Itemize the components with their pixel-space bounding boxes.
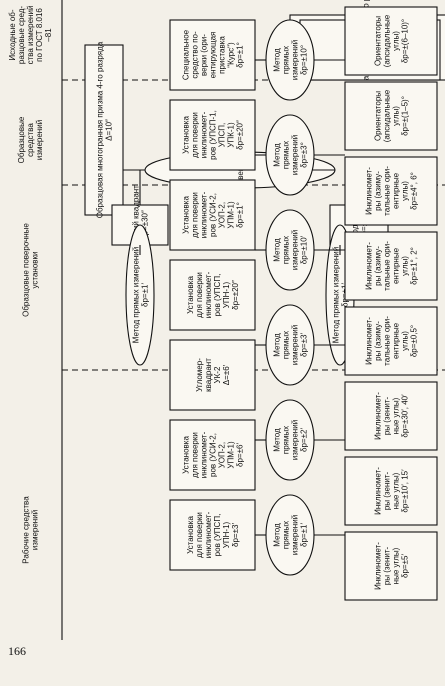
method-circle-4-label: Методпрямыхизмеренийδр=±10′ <box>273 230 309 270</box>
working-tool-5-label: Инклиномет-ры (азиму-тальные ори-ентирны… <box>365 241 419 291</box>
method-circle-5-label: Методпрямыхизмеренийδр=±3° <box>273 135 309 175</box>
installation-3 <box>169 339 256 411</box>
working-tool-2 <box>344 456 438 526</box>
section-standards: Образцовыесредстваизмерений <box>17 116 44 163</box>
working-tool-1 <box>344 531 438 601</box>
prism-box <box>84 44 124 216</box>
prism-box-label: Образцовая многогранная призма 4-го разр… <box>96 41 114 218</box>
method-circle-2-label: Методпрямыхизмеренийδр=±2′ <box>273 420 309 460</box>
working-tool-7-label: Ориентаторы(апсидальныеуглы)δр=±(1–5)° <box>374 89 410 142</box>
installation-6-label: Установкадля поверкиинклиномет-ров (УПСП… <box>182 110 245 160</box>
working-tool-8 <box>344 6 438 76</box>
installation-4 <box>169 259 256 331</box>
method-lower-oval-label: Метод прямых измеренийδр=±1′ <box>132 247 150 344</box>
working-tool-6-label: Инклиномет-ры (азиму-тальные ори-ентирны… <box>365 166 419 216</box>
method-circle-1-label: Методпрямыхизмеренийδр=±1′ <box>273 515 309 555</box>
section-working: Рабочие средстваизмерений <box>22 496 40 564</box>
working-tool-3-label: Инклиномет-ры (зенит-ные углы)δр=±30′, 4… <box>374 392 410 440</box>
page-number: 166 <box>8 644 26 658</box>
installation-2 <box>169 419 256 491</box>
section-reference: Исходные об-разцовые сред-ства измерений… <box>8 6 53 65</box>
installation-2-label: Установкадля поверкиинклиномет-ров (УСИ-… <box>182 431 245 478</box>
installation-7-label: Специальноесредство по-верки (ори-ентиру… <box>182 29 245 80</box>
method-circle-6-label: Методпрямыхизмеренийδр=±10° <box>273 40 309 80</box>
method-lower-oval <box>125 224 155 366</box>
installation-7 <box>169 19 256 91</box>
working-tool-4-label: Инклиномет-ры (азиму-тальные ори-ентирны… <box>365 316 419 366</box>
installation-5-label: Установкадля поверкиинклиномет-ров (УСИ-… <box>182 191 245 238</box>
installation-1-label: Установкадля поверкиинклиномет-ров (УПСП… <box>186 511 240 558</box>
working-tool-4 <box>344 306 438 376</box>
rotated-scheme: Исходные об-разцовые сред-ства измерений… <box>8 0 445 640</box>
working-tool-7 <box>344 81 438 151</box>
working-tool-6 <box>344 156 438 226</box>
installation-5 <box>169 179 256 251</box>
optical-quadrant-box-label: Оптический квадрантδр=±30″ <box>132 185 150 265</box>
installation-6 <box>169 99 256 171</box>
installation-4-label: Установкадля поверкиинклиномет-ров (УПСП… <box>186 271 240 318</box>
working-tool-5 <box>344 231 438 301</box>
working-tool-2-label: Инклиномет-ры (зенит-ные углы)δр=±10′, 1… <box>374 467 410 515</box>
method-circle-3-label: Методпрямыхизмеренийδр=±3′ <box>273 325 309 365</box>
working-tool-1-label: Инклиномет-ры (зенит-ные углы)δр=±5′ <box>374 542 410 590</box>
installation-3-label: Угломер-квадрантУК-2Δ=±6′ <box>195 358 231 392</box>
section-installations: Образцовые поверочныеустановки <box>22 223 40 317</box>
working-tool-3 <box>344 381 438 451</box>
working-tool-8-label: Ориентаторы(апсидальныеуглы)δр=±(6–10)° <box>374 14 410 67</box>
